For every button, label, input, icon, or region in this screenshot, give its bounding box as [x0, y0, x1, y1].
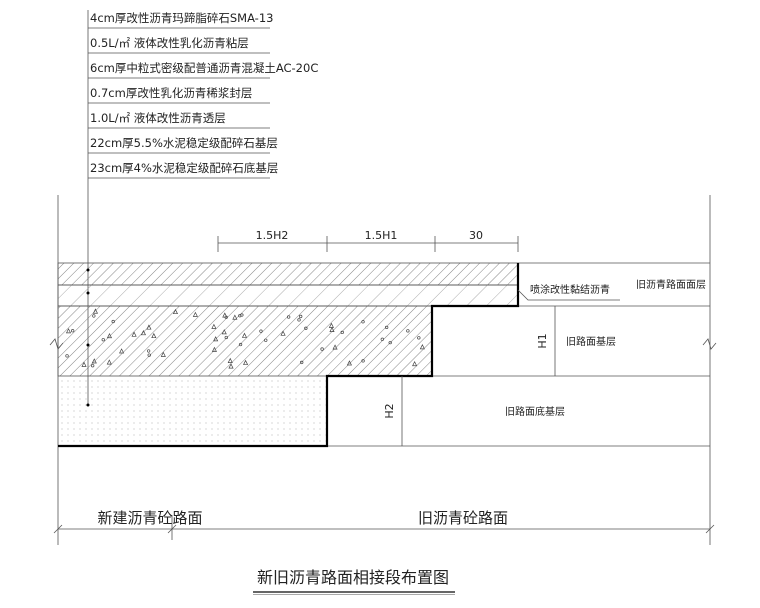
aggregate-symbol: [211, 346, 217, 352]
layer-callout-text: 23cm厚4%水泥稳定级配碎石底基层: [90, 161, 278, 175]
aggregate-symbol: [91, 358, 97, 364]
break-mark-right: [702, 338, 717, 350]
aggregate-symbol: [111, 319, 115, 324]
dim-h1: H1: [536, 333, 549, 348]
aggregate-symbol: [280, 330, 286, 336]
label-bond-coat: 喷涂改性黏结沥青: [530, 283, 610, 296]
label-old-base: 旧路面基层: [566, 335, 616, 348]
aggregate-symbol: [119, 348, 125, 354]
new-base-layer: [57, 305, 433, 377]
layer-callout-text: 0.7cm厚改性乳化沥青稀浆封层: [90, 86, 252, 100]
aggregate-symbol: [385, 325, 389, 329]
drawing-title: 新旧沥青路面相接段布置图: [257, 568, 449, 587]
aggregate-symbol: [238, 314, 242, 318]
aggregate-symbol: [222, 312, 228, 318]
aggregate-symbol: [241, 332, 248, 338]
aggregate-symbol: [380, 337, 384, 341]
aggregate-symbols: [65, 308, 425, 369]
aggregate-symbol: [71, 329, 75, 333]
top-dimension: 1.5H2 1.5H1 30: [217, 229, 519, 252]
new-binder-course: [57, 284, 519, 307]
dim-h2: H2: [383, 403, 396, 418]
break-mark-left: [49, 338, 64, 350]
aggregate-symbol: [91, 364, 95, 368]
aggregate-symbol: [227, 357, 233, 363]
zone-dimension: 新建沥青砼路面 旧沥青砼路面: [53, 509, 715, 540]
aggregate-symbol: [101, 338, 105, 342]
aggregate-symbol: [232, 314, 238, 320]
aggregate-symbol: [406, 329, 410, 333]
aggregate-symbol: [106, 359, 112, 365]
aggregate-symbol: [412, 360, 418, 367]
leader-dots: [86, 268, 90, 407]
aggregate-symbol: [224, 315, 228, 319]
aggregate-symbol: [151, 332, 157, 339]
layer-callout-text: 1.0L/㎡ 液体改性沥青透层: [90, 111, 226, 125]
aggregate-symbol: [147, 353, 151, 357]
layer-callout-table: 4cm厚改性沥青玛蹄脂碎石SMA-13 0.5L/㎡ 液体改性乳化沥青粘层 6cm厚…: [87, 10, 318, 405]
aggregate-symbol: [131, 331, 137, 337]
aggregate-symbol: [297, 318, 301, 322]
dim-1-5h1: 1.5H1: [365, 229, 398, 242]
aggregate-symbol: [264, 338, 268, 342]
aggregate-symbol: [228, 363, 234, 369]
aggregate-symbol: [320, 347, 324, 351]
aggregate-symbol: [81, 361, 87, 367]
dim-1-5h2: 1.5H2: [256, 229, 289, 242]
aggregate-symbol: [65, 328, 72, 334]
aggregate-symbol: [361, 320, 365, 324]
aggregate-symbol: [332, 344, 338, 350]
bond-coat-leader: [517, 289, 620, 301]
aggregate-symbol: [146, 349, 151, 353]
aggregate-symbol: [211, 323, 217, 329]
aggregate-symbol: [92, 314, 96, 318]
aggregate-symbol: [243, 359, 249, 365]
aggregate-symbol: [221, 329, 227, 335]
aggregate-symbol: [304, 326, 308, 330]
joint-step-line: [58, 263, 520, 448]
aggregate-symbol: [259, 329, 263, 333]
aggregate-symbol: [65, 354, 69, 358]
aggregate-symbol: [106, 332, 113, 339]
aggregate-symbol: [172, 308, 179, 315]
zone-new-pavement: 新建沥青砼路面: [97, 509, 202, 527]
aggregate-symbol: [419, 344, 425, 350]
label-old-surface: 旧沥青路面面层: [636, 278, 706, 291]
aggregate-symbol: [328, 322, 334, 328]
aggregate-symbol: [140, 330, 147, 336]
aggregate-symbol: [417, 336, 421, 340]
dim-30: 30: [469, 229, 483, 242]
new-surface-course: [57, 262, 519, 286]
aggregate-symbol: [361, 359, 365, 363]
aggregate-symbol: [146, 324, 152, 330]
layer-callout-text: 6cm厚中粒式密级配普通沥青混凝土AC-20C: [90, 61, 318, 75]
new-subbase-layer: [58, 376, 327, 446]
layer-callout-text: 0.5L/㎡ 液体改性乳化沥青粘层: [90, 36, 249, 50]
aggregate-symbol: [388, 341, 392, 345]
label-old-subbase: 旧路面底基层: [505, 405, 565, 418]
aggregate-symbol: [192, 311, 198, 317]
aggregate-symbol: [160, 351, 166, 357]
aggregate-symbol: [238, 342, 243, 347]
aggregate-symbol: [224, 335, 228, 340]
aggregate-symbol: [346, 360, 352, 366]
layer-callout-text: 4cm厚改性沥青玛蹄脂碎石SMA-13: [90, 11, 273, 25]
layer-callout-text: 22cm厚5.5%水泥稳定级配碎石基层: [90, 136, 278, 150]
aggregate-symbol: [329, 326, 335, 332]
aggregate-symbol: [92, 308, 99, 314]
aggregate-symbol: [300, 360, 304, 365]
aggregate-symbol: [213, 336, 219, 342]
zone-old-pavement: 旧沥青砼路面: [418, 509, 508, 527]
aggregate-symbol: [286, 315, 291, 319]
aggregate-symbol: [299, 314, 303, 319]
aggregate-symbol: [340, 330, 344, 334]
